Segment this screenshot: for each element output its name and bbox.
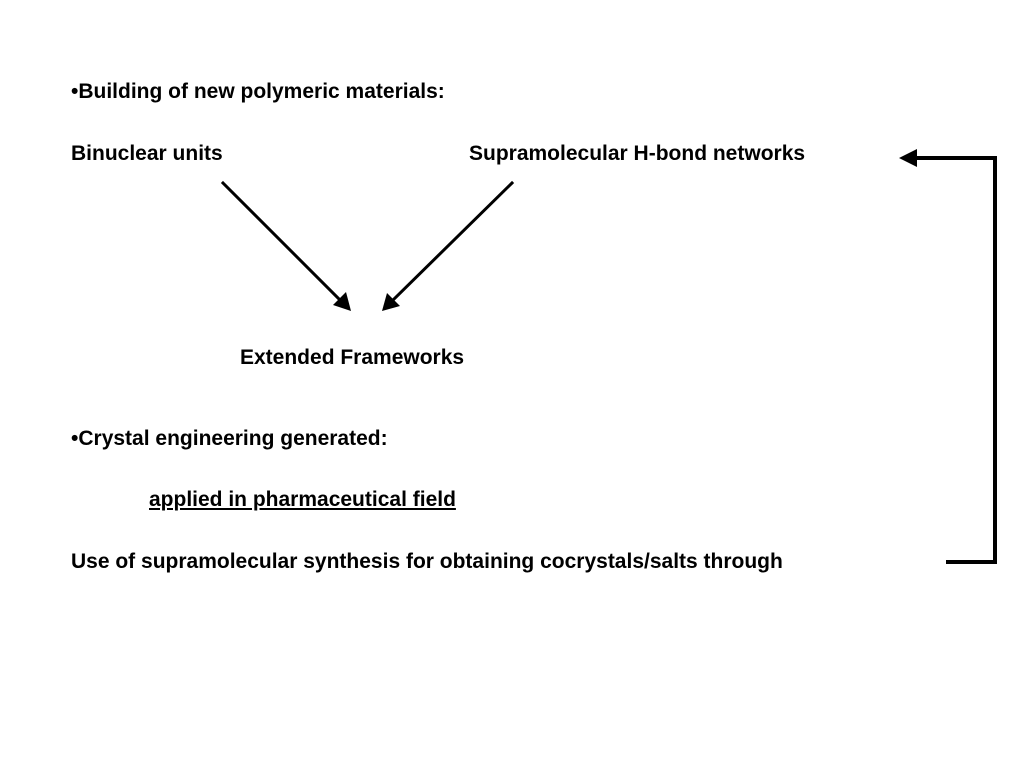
arrow-networks-to-frameworks	[388, 180, 515, 305]
arrowhead-left-icon	[333, 292, 351, 311]
feedback-loop-arrow	[912, 156, 997, 564]
bullet-text: Crystal engineering generated:	[78, 427, 388, 450]
arrowhead-feedback-icon	[899, 149, 917, 167]
applied-pharmaceutical-label: applied in pharmaceutical field	[149, 488, 456, 511]
binuclear-units-label: Binuclear units	[71, 142, 223, 165]
arrowhead-right-icon	[382, 293, 400, 311]
arrow-binuclear-to-frameworks	[220, 180, 345, 305]
supramolecular-networks-label: Supramolecular H-bond networks	[469, 142, 806, 165]
bullet-text: Building of new polymeric materials:	[78, 80, 445, 103]
bullet-building-polymeric: •Building of new polymeric materials:	[71, 80, 445, 104]
supramolecular-synthesis-label: Use of supramolecular synthesis for obta…	[71, 550, 783, 573]
extended-frameworks-label: Extended Frameworks	[240, 346, 465, 369]
bullet-marker: •	[71, 80, 79, 103]
bullet-marker: •	[71, 427, 79, 450]
bullet-crystal-engineering: •Crystal engineering generated:	[71, 427, 388, 451]
